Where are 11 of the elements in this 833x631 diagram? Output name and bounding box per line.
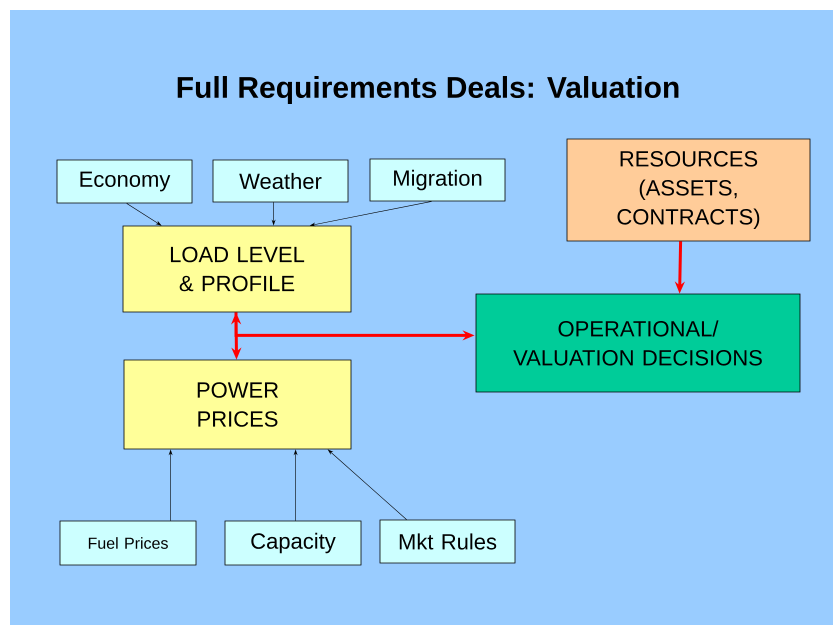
title: Full Requirements Deals: Valuation [178,76,678,104]
decision-box: OPERATIONAL/ VALUATION DECISIONS [476,294,800,392]
factor-box: Weather [212,160,348,202]
factor-box: Capacity [224,520,362,566]
resource-box: RESOURCES (ASSETS, CONTRACTS) [566,138,810,242]
process-box: POWER PRICES [124,360,352,450]
factor-box: Migration [370,158,506,202]
factor-box: Mkt Rules [380,520,516,564]
factor-box: Economy [56,160,192,204]
factor-box: Fuel Prices [60,520,196,566]
process-box: LOAD LEVEL & PROFILE [122,226,352,312]
